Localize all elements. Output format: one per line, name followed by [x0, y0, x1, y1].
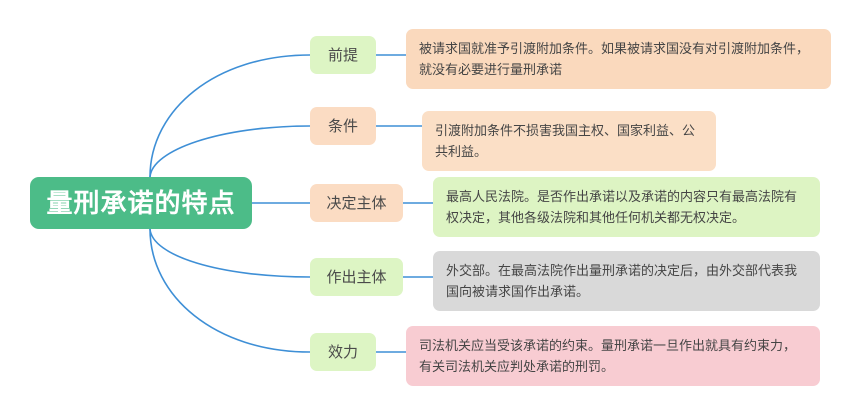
branch-content-1[interactable]: 被请求国就准予引渡附加条件。如果被请求国没有对引渡附加条件，就没有必要进行量刑承… [406, 29, 831, 90]
branch-content-2[interactable]: 引渡附加条件不损害我国主权、国家利益、公共利益。 [422, 111, 716, 172]
branch-content-3[interactable]: 最高人民法院。是否作出承诺以及承诺的内容只有最高法院有权决定，其他各级法院和其他… [433, 177, 820, 238]
branch-content-5-text: 司法机关应当受该承诺的约束。量刑承诺一旦作出就具有约束力，有关司法机关应判处承诺… [419, 338, 797, 375]
branch-label-4[interactable]: 作出主体 [310, 258, 403, 296]
branch-label-4-text: 作出主体 [326, 268, 387, 286]
connector-root-to-branch-1 [149, 54, 311, 178]
branch-content-1-text: 被请求国就准予引渡附加条件。如果被请求国没有对引渡附加条件，就没有必要进行量刑承… [419, 41, 810, 78]
root-node-label: 量刑承诺的特点 [46, 188, 236, 218]
branch-label-2-text: 条件 [327, 117, 358, 135]
branch-label-5-text: 效力 [327, 343, 358, 361]
connector-root-to-branch-5 [149, 228, 311, 353]
connector-root-to-branch-2 [149, 125, 311, 178]
branch-content-3-text: 最高人民法院。是否作出承诺以及承诺的内容只有最高法院有权决定，其他各级法院和其他… [446, 189, 798, 226]
branch-content-2-text: 引渡附加条件不损害我国主权、国家利益、公共利益。 [435, 123, 696, 160]
branch-content-4-text: 外交部。在最高法院作出量刑承诺的决定后，由外交部代表我国向被请求国作出承诺。 [446, 263, 798, 300]
branch-content-5[interactable]: 司法机关应当受该承诺的约束。量刑承诺一旦作出就具有约束力，有关司法机关应判处承诺… [406, 326, 820, 387]
branch-label-5[interactable]: 效力 [310, 333, 376, 371]
branch-label-3[interactable]: 决定主体 [310, 184, 403, 222]
branch-label-3-text: 决定主体 [326, 194, 387, 212]
branch-label-2[interactable]: 条件 [310, 107, 376, 145]
branch-content-4[interactable]: 外交部。在最高法院作出量刑承诺的决定后，由外交部代表我国向被请求国作出承诺。 [433, 251, 820, 312]
branch-label-1-text: 前提 [327, 46, 358, 64]
connector-root-to-branch-4 [149, 228, 311, 278]
root-node[interactable]: 量刑承诺的特点 [30, 177, 252, 229]
branch-label-1[interactable]: 前提 [310, 36, 376, 74]
